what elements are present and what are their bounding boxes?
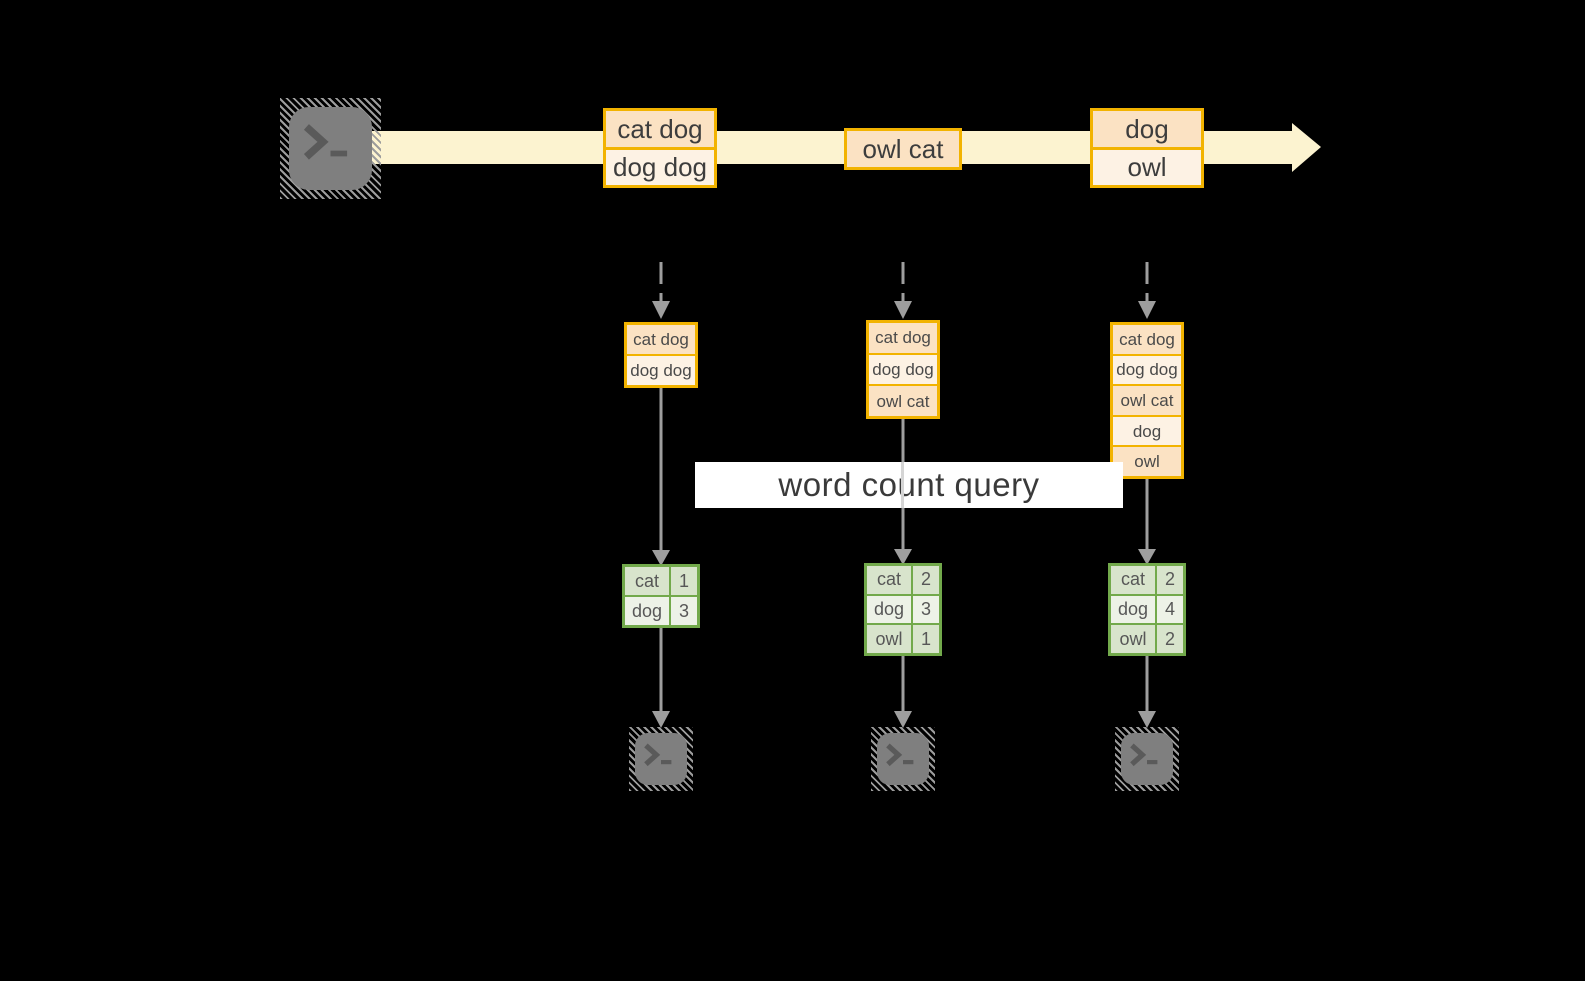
dashed-arrow <box>894 262 912 319</box>
dashed-arrow <box>1138 262 1156 319</box>
arrowhead-icon <box>1138 549 1156 565</box>
state-buffer: cat dog dog dog owl cat <box>866 320 940 419</box>
arrowhead-icon <box>652 301 670 319</box>
flow-arrow <box>894 656 912 728</box>
table-row: owl 1 <box>867 623 939 654</box>
sink-terminal-icon <box>871 727 935 791</box>
terminal-prompt-icon <box>886 743 914 767</box>
flow-arrow <box>1138 479 1156 565</box>
arrowhead-icon <box>894 711 912 728</box>
table-row: cat 1 <box>625 567 697 595</box>
arrowhead-icon <box>1138 711 1156 728</box>
word-cell: cat <box>1111 566 1157 594</box>
stream-event-cell: owl cat <box>847 131 959 167</box>
word-cell: dog <box>1111 595 1157 624</box>
state-buffer: cat dog dog dog owl cat dog owl <box>1110 322 1184 479</box>
count-cell: 2 <box>1157 566 1183 594</box>
stream-arrowhead-icon <box>1292 123 1321 172</box>
dashed-arrow <box>652 262 670 319</box>
query-banner-label: word count query <box>778 466 1040 503</box>
word-cell: owl <box>1111 625 1157 654</box>
word-count-table: cat 1 dog 3 <box>622 564 700 628</box>
state-cell: cat dog <box>1113 325 1181 354</box>
word-cell: owl <box>867 625 913 654</box>
stream-event-box: owl cat <box>844 128 962 170</box>
count-cell: 1 <box>671 567 697 595</box>
count-cell: 3 <box>913 595 939 624</box>
terminal-body <box>877 733 929 785</box>
terminal-body <box>289 107 372 190</box>
count-cell: 4 <box>1157 595 1183 624</box>
terminal-body <box>1121 733 1173 785</box>
terminal-prompt-icon <box>303 124 348 160</box>
terminal-prompt-icon <box>1130 743 1158 767</box>
table-row: cat 2 <box>867 566 939 594</box>
state-cell: cat dog <box>627 325 695 354</box>
table-row: cat 2 <box>1111 566 1183 594</box>
stream-event-cell: dog <box>1093 111 1201 147</box>
word-cell: dog <box>625 597 671 625</box>
count-cell: 2 <box>913 566 939 594</box>
flow-arrow <box>1138 656 1156 728</box>
terminal-prompt-icon <box>644 743 672 767</box>
stream-event-cell: cat dog <box>606 111 714 147</box>
state-buffer: cat dog dog dog <box>624 322 698 388</box>
word-cell: cat <box>867 566 913 594</box>
terminal-body <box>635 733 687 785</box>
stream-event-box: cat dog dog dog <box>603 108 717 188</box>
state-cell: owl <box>1113 445 1181 476</box>
state-cell: owl cat <box>869 384 937 417</box>
arrowhead-icon <box>652 550 670 566</box>
state-cell: dog dog <box>1113 353 1181 385</box>
count-cell: 2 <box>1157 625 1183 654</box>
word-cell: cat <box>625 567 671 595</box>
arrowhead-icon <box>894 549 912 565</box>
table-row: dog 3 <box>625 595 697 625</box>
sink-terminal-icon <box>629 727 693 791</box>
stream-event-box: dog owl <box>1090 108 1204 188</box>
query-banner: word count query <box>695 462 1123 508</box>
stream-event-cell: owl <box>1093 146 1201 185</box>
arrowhead-icon <box>894 301 912 319</box>
state-cell: dog <box>1113 414 1181 446</box>
arrowhead-icon <box>652 711 670 728</box>
sink-terminal-icon <box>1115 727 1179 791</box>
table-row: dog 3 <box>867 593 939 624</box>
flow-arrow <box>652 628 670 728</box>
arrowhead-icon <box>1138 301 1156 319</box>
flow-arrow <box>652 388 670 566</box>
count-cell: 1 <box>913 625 939 654</box>
source-terminal-icon <box>280 98 381 199</box>
state-cell: dog dog <box>869 352 937 385</box>
table-row: dog 4 <box>1111 593 1183 624</box>
word-count-table: cat 2 dog 3 owl 1 <box>864 563 942 656</box>
stream-event-cell: dog dog <box>606 146 714 185</box>
state-cell: owl cat <box>1113 384 1181 415</box>
table-row: owl 2 <box>1111 623 1183 654</box>
query-through-line <box>901 462 904 508</box>
count-cell: 3 <box>671 597 697 625</box>
word-cell: dog <box>867 595 913 624</box>
word-count-table: cat 2 dog 4 owl 2 <box>1108 563 1186 656</box>
state-cell: dog dog <box>627 354 695 385</box>
state-cell: cat dog <box>869 323 937 353</box>
